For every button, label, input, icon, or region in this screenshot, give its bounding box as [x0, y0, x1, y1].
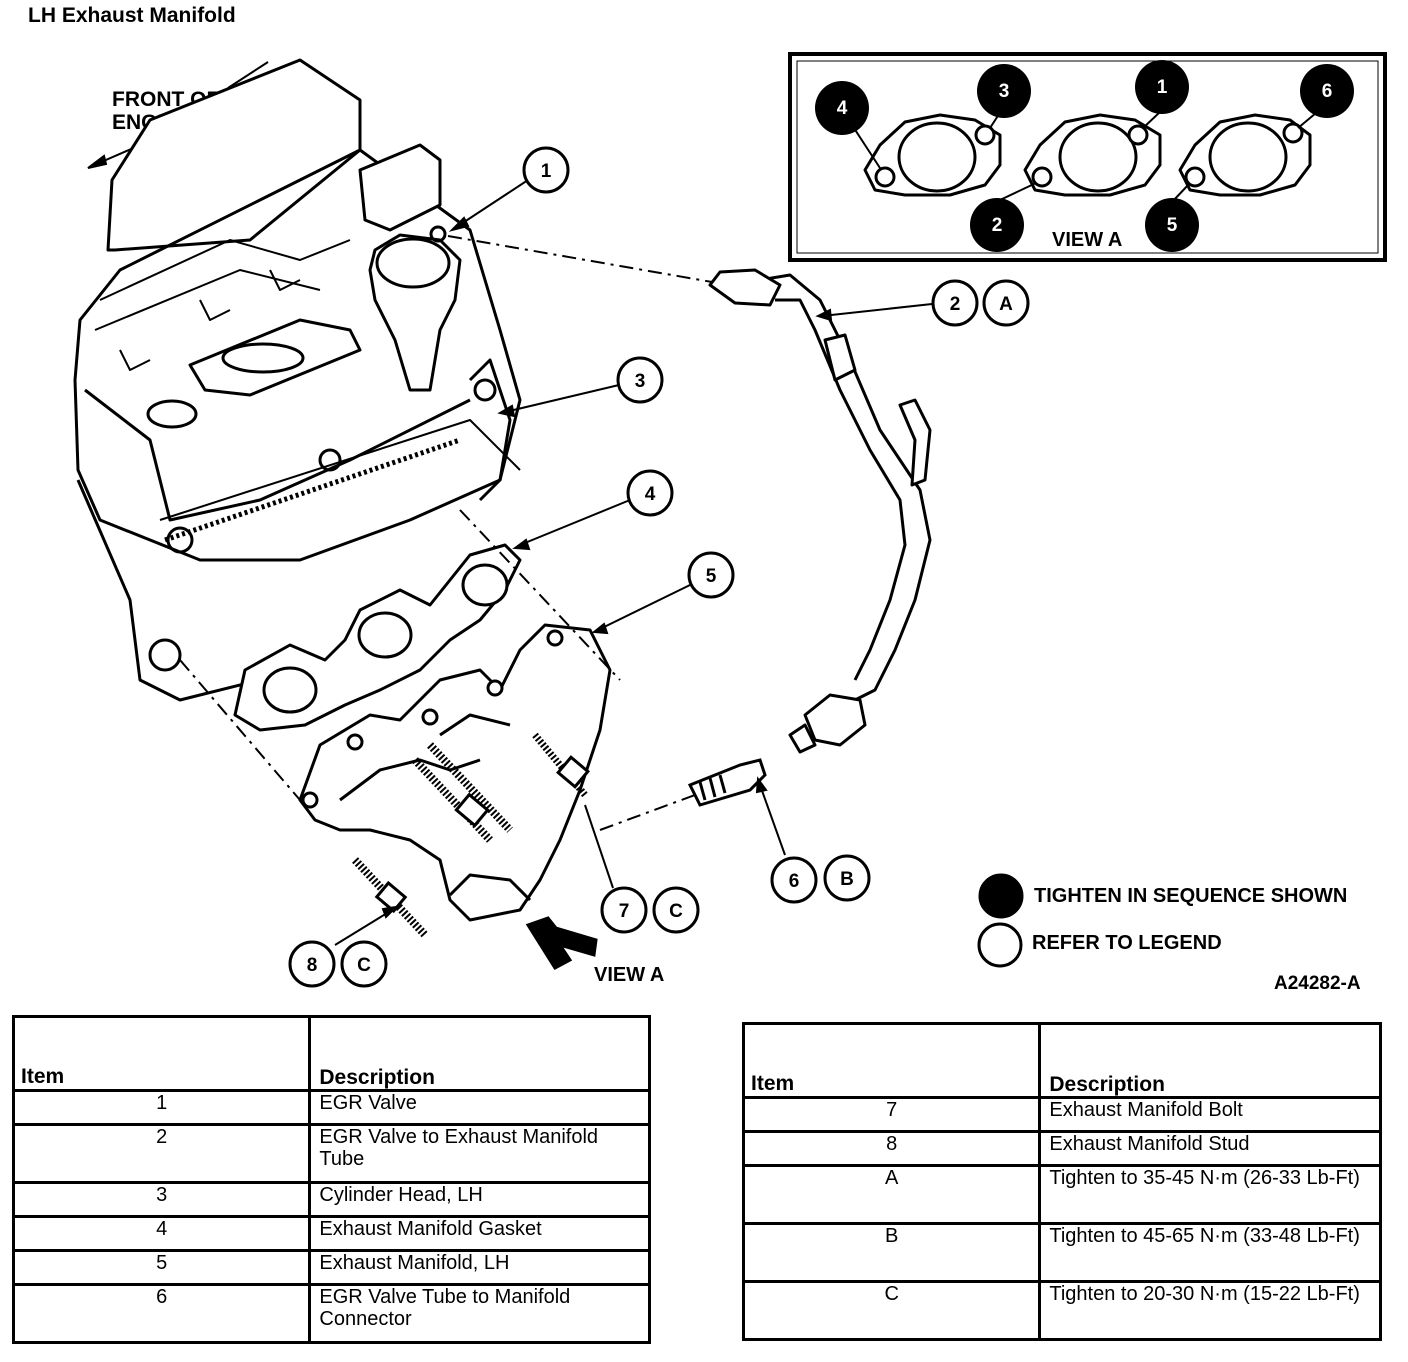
callout-circle-8 [288, 940, 336, 988]
callout-label-5: 5 [706, 566, 717, 587]
studs-and-bolts [352, 732, 590, 938]
sequence-number: 4 [837, 98, 848, 119]
callout-label-a: A [999, 294, 1013, 315]
cell-item: A [741, 1164, 1042, 1225]
open-circle-symbol [977, 922, 1023, 968]
view-a-inset: 4 3 1 6 2 5 [788, 52, 1387, 262]
view-a-arrow [525, 916, 598, 970]
header-item: Item [11, 1015, 312, 1092]
cell-description: Exhaust Manifold Bolt [1038, 1096, 1382, 1133]
sequence-circle [1145, 198, 1199, 252]
cell-description: Tighten to 20-30 N·m (15-22 Lb-Ft) [1038, 1280, 1382, 1341]
table-row: 1 EGR Valve [11, 1089, 651, 1126]
view-a-label: VIEW A [594, 964, 665, 986]
callout-label-c2: C [357, 955, 371, 976]
sequence-number: 2 [992, 215, 1003, 236]
cell-item: 3 [11, 1181, 312, 1218]
filled-circle-symbol [978, 873, 1024, 919]
exhaust-manifold-gasket [233, 543, 522, 732]
sequence-number: 1 [1157, 77, 1168, 98]
callout-circle-4 [626, 469, 674, 517]
sequence-circle [977, 64, 1031, 118]
callout-label-1: 1 [541, 161, 552, 182]
callout-circle-b [823, 854, 871, 902]
engine-block [73, 58, 522, 702]
cell-item: C [741, 1280, 1042, 1341]
legend-tighten-sequence: TIGHTEN IN SEQUENCE SHOWN [1034, 885, 1348, 907]
callout-circle-a [982, 279, 1030, 327]
header-description: Description [1038, 1022, 1382, 1099]
table-header-row: Item Description [11, 1015, 651, 1092]
callout-circle-1 [522, 146, 570, 194]
table-row: 8 Exhaust Manifold Stud [741, 1130, 1382, 1167]
table-row: A Tighten to 35-45 N·m (26-33 Lb-Ft) [741, 1164, 1382, 1225]
cell-item: 1 [11, 1089, 312, 1126]
callout-circle-c1 [652, 886, 700, 934]
legend-symbols [977, 873, 1024, 968]
egr-connector [687, 758, 767, 807]
sequence-circle [1300, 64, 1354, 118]
sequence-circle [970, 198, 1024, 252]
callout-circle-7 [600, 886, 648, 934]
sequence-number: 3 [999, 81, 1010, 102]
callout-circle-5 [687, 551, 735, 599]
sequence-number: 5 [1167, 215, 1178, 236]
cell-description: Tighten to 45-65 N·m (33-48 Lb-Ft) [1038, 1222, 1382, 1283]
sequence-circle [1135, 60, 1189, 114]
cell-description: EGR Valve [308, 1089, 651, 1126]
cell-item: 8 [741, 1130, 1042, 1167]
table-row: B Tighten to 45-65 N·m (33-48 Lb-Ft) [741, 1222, 1382, 1283]
cell-description: Tighten to 35-45 N·m (26-33 Lb-Ft) [1038, 1164, 1382, 1225]
figure-code: A24282-A [1274, 973, 1361, 994]
table-row: 5 Exhaust Manifold, LH [11, 1249, 651, 1286]
callout-label-2: 2 [950, 294, 961, 315]
cell-description: Exhaust Manifold Gasket [308, 1215, 651, 1252]
sequence-number: 6 [1322, 81, 1333, 102]
table-row: 4 Exhaust Manifold Gasket [11, 1215, 651, 1252]
cell-item: 6 [11, 1283, 312, 1344]
table-row: C Tighten to 20-30 N·m (15-22 Lb-Ft) [741, 1280, 1382, 1341]
egr-tube [708, 268, 932, 754]
callout-circle-c2 [340, 940, 388, 988]
callout-label-c1: C [669, 901, 683, 922]
cell-description: Exhaust Manifold Stud [1038, 1130, 1382, 1167]
sequence-circles [815, 60, 1354, 252]
cell-description: EGR Valve Tube to Manifold Connector [308, 1283, 651, 1344]
page-title: LH Exhaust Manifold [28, 4, 236, 27]
leader-lines [334, 179, 933, 946]
legend-table-left: Item Description 1 EGR Valve 2 EGR Valve… [11, 1015, 651, 1344]
cell-item: 7 [741, 1096, 1042, 1133]
legend-refer: REFER TO LEGEND [1032, 932, 1222, 954]
cell-item: B [741, 1222, 1042, 1283]
alignment-lines [179, 235, 713, 831]
header-description: Description [308, 1015, 651, 1092]
cell-description: Cylinder Head, LH [308, 1181, 651, 1218]
table-row: 2 EGR Valve to Exhaust Manifold Tube [11, 1123, 651, 1184]
cell-description: Exhaust Manifold, LH [308, 1249, 651, 1286]
legend-table-right: Item Description 7 Exhaust Manifold Bolt… [741, 1022, 1382, 1341]
callout-label-8: 8 [307, 955, 318, 976]
callout-label-6: 6 [789, 871, 800, 892]
callouts [288, 146, 1030, 988]
table-header-row: Item Description [741, 1022, 1382, 1099]
table-row: 6 EGR Valve Tube to Manifold Connector [11, 1283, 651, 1344]
callout-circle-2 [931, 279, 979, 327]
callout-circle-3 [616, 356, 664, 404]
table-row: 3 Cylinder Head, LH [11, 1181, 651, 1218]
header-item: Item [741, 1022, 1042, 1099]
callout-circle-6 [770, 856, 818, 904]
cell-item: 5 [11, 1249, 312, 1286]
cell-item: 2 [11, 1123, 312, 1184]
callout-label-b: B [840, 869, 854, 890]
view-a-box-label: VIEW A [1052, 229, 1123, 251]
table-row: 7 Exhaust Manifold Bolt [741, 1096, 1382, 1133]
callout-label-4: 4 [645, 484, 656, 505]
cell-description: EGR Valve to Exhaust Manifold Tube [308, 1123, 651, 1184]
cell-item: 4 [11, 1215, 312, 1252]
sequence-circle [815, 81, 869, 135]
callout-label-3: 3 [635, 371, 646, 392]
callout-label-7: 7 [619, 901, 630, 922]
